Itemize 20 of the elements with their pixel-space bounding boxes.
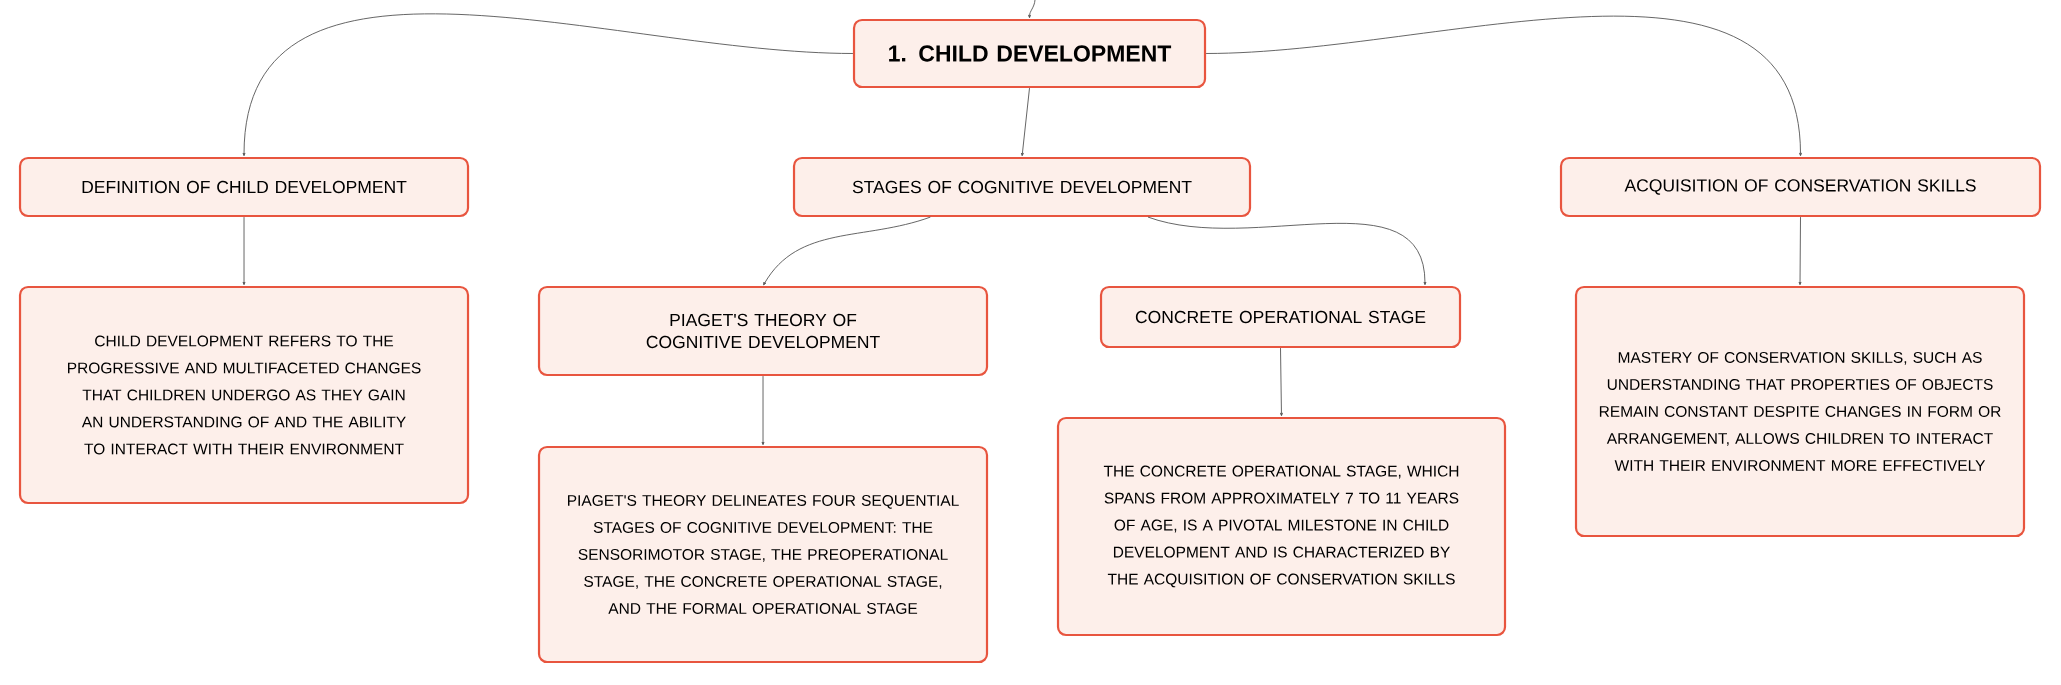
arrow (242, 216, 246, 286)
arrow (1205, 16, 1802, 157)
description-box: PIAGET'S THEORY DELINEATES FOUR SEQUENTIAL STAGES OF COGNITIVE DEVELOPMENT: THE SENSORIMOTOR STAGE, THE PREOPERATIONAL STAGE, THE CONCRETE OPERATIONAL STAGE, AND THE FORMAL OPERATIONAL STAGE (537, 445, 989, 664)
topic-box: DEFINITION OF CHILD DEVELOPMENT (18, 156, 470, 218)
arrow (1028, 0, 1036, 19)
topic-box: CONCRETE OPERATIONAL STAGE (1099, 285, 1462, 349)
arrow (1798, 216, 1802, 286)
arrow (761, 375, 765, 446)
description-box: MASTERY OF CONSERVATION SKILLS, SUCH AS UNDERSTANDING THAT PROPERTIES OF OBJECTS REMAIN CONSTANT DESPITE CHANGES IN FORM OR ARRANGEMENT, ALLOWS CHILDREN TO INTERACT WITH THEIR ENVIRONMENT MORE EFFECTIVELY (1574, 285, 2026, 538)
arrow (1147, 216, 1427, 286)
root-topic-box: 1. CHILD DEVELOPMENT (852, 18, 1207, 89)
topic-box: STAGES OF COGNITIVE DEVELOPMENT (792, 156, 1252, 218)
description-box: CHILD DEVELOPMENT REFERS TO THE PROGRESSIVE AND MULTIFACETED CHANGES THAT CHILDREN UNDERGO AS THEY GAIN AN UNDERSTANDING OF AND THE ABILITY TO INTERACT WITH THEIR ENVIRONMENT (18, 285, 470, 505)
arrow (1020, 87, 1030, 157)
arrow (242, 13, 854, 157)
description-box: THE CONCRETE OPERATIONAL STAGE, WHICH SPANS FROM APPROXIMATELY 7 TO 11 YEARS OF AGE, IS A PIVOTAL MILESTONE IN CHILD DEVELOPMENT AND IS CHARACTERIZED BY THE ACQUISITION OF CONSERVATION SKILLS (1056, 416, 1507, 637)
arrow (1280, 347, 1283, 417)
topic-box: ACQUISITION OF CONSERVATION SKILLS (1559, 156, 2042, 218)
topic-box: PIAGET'S THEORY OF COGNITIVE DEVELOPMENT (537, 285, 989, 377)
arrow (763, 216, 931, 286)
